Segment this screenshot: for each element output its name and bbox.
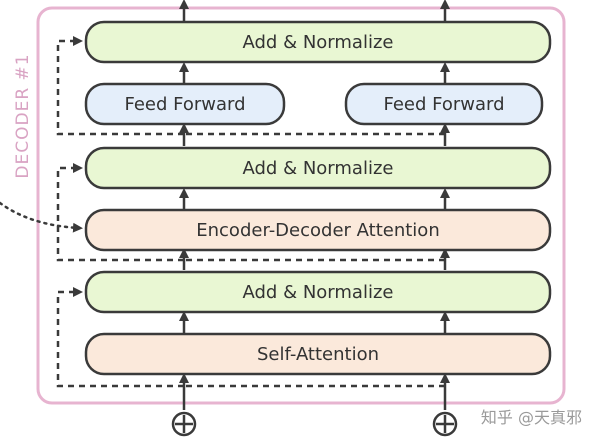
add-normalize-top-label: Add & Normalize xyxy=(243,32,394,53)
positional-add-icon-left xyxy=(171,411,197,437)
encoder-output-connection xyxy=(0,201,83,233)
add-normalize-middle-label: Add & Normalize xyxy=(243,158,394,179)
flow-arrows xyxy=(179,0,450,410)
encoder-decoder-attention-label: Encoder-Decoder Attention xyxy=(196,220,439,241)
decoder-title: DECODER #1 xyxy=(13,53,33,178)
watermark: 知乎 @天真邪 xyxy=(481,408,582,427)
add-normalize-bottom: Add & Normalize xyxy=(84,270,552,314)
positional-add-icon-right xyxy=(432,411,458,437)
add-normalize-middle: Add & Normalize xyxy=(84,146,552,190)
add-normalize-bottom-label: Add & Normalize xyxy=(243,282,394,303)
feed-forward-right-label: Feed Forward xyxy=(383,94,504,115)
add-normalize-top: Add & Normalize xyxy=(84,20,552,64)
decoder-frame xyxy=(36,6,566,405)
encoder-decoder-attention: Encoder-Decoder Attention xyxy=(84,208,552,252)
self-attention: Self-Attention xyxy=(84,332,552,376)
feed-forward-left: Feed Forward xyxy=(84,82,286,126)
feed-forward-right: Feed Forward xyxy=(344,82,544,126)
feed-forward-left-label: Feed Forward xyxy=(124,94,245,115)
self-attention-label: Self-Attention xyxy=(257,344,379,365)
